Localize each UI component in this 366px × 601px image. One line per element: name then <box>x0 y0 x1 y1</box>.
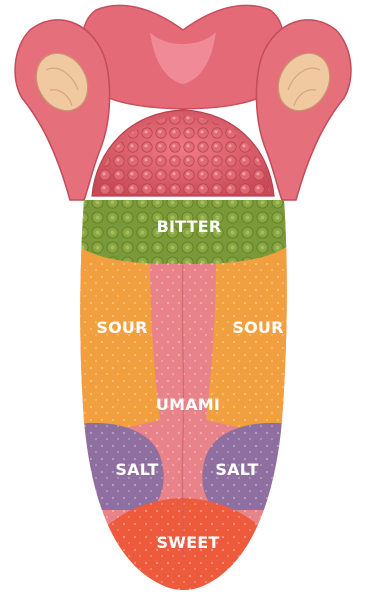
label-sour-right: SOUR <box>232 318 283 337</box>
label-bitter: BITTER <box>157 217 222 236</box>
label-sweet: SWEET <box>157 533 220 552</box>
lingual-tonsil-area <box>92 110 274 196</box>
lingual-papillae <box>96 116 270 196</box>
label-umami: UMAMI <box>156 395 220 414</box>
label-salt-left: SALT <box>115 460 158 479</box>
label-salt-right: SALT <box>215 460 258 479</box>
label-sour-left: SOUR <box>96 318 147 337</box>
